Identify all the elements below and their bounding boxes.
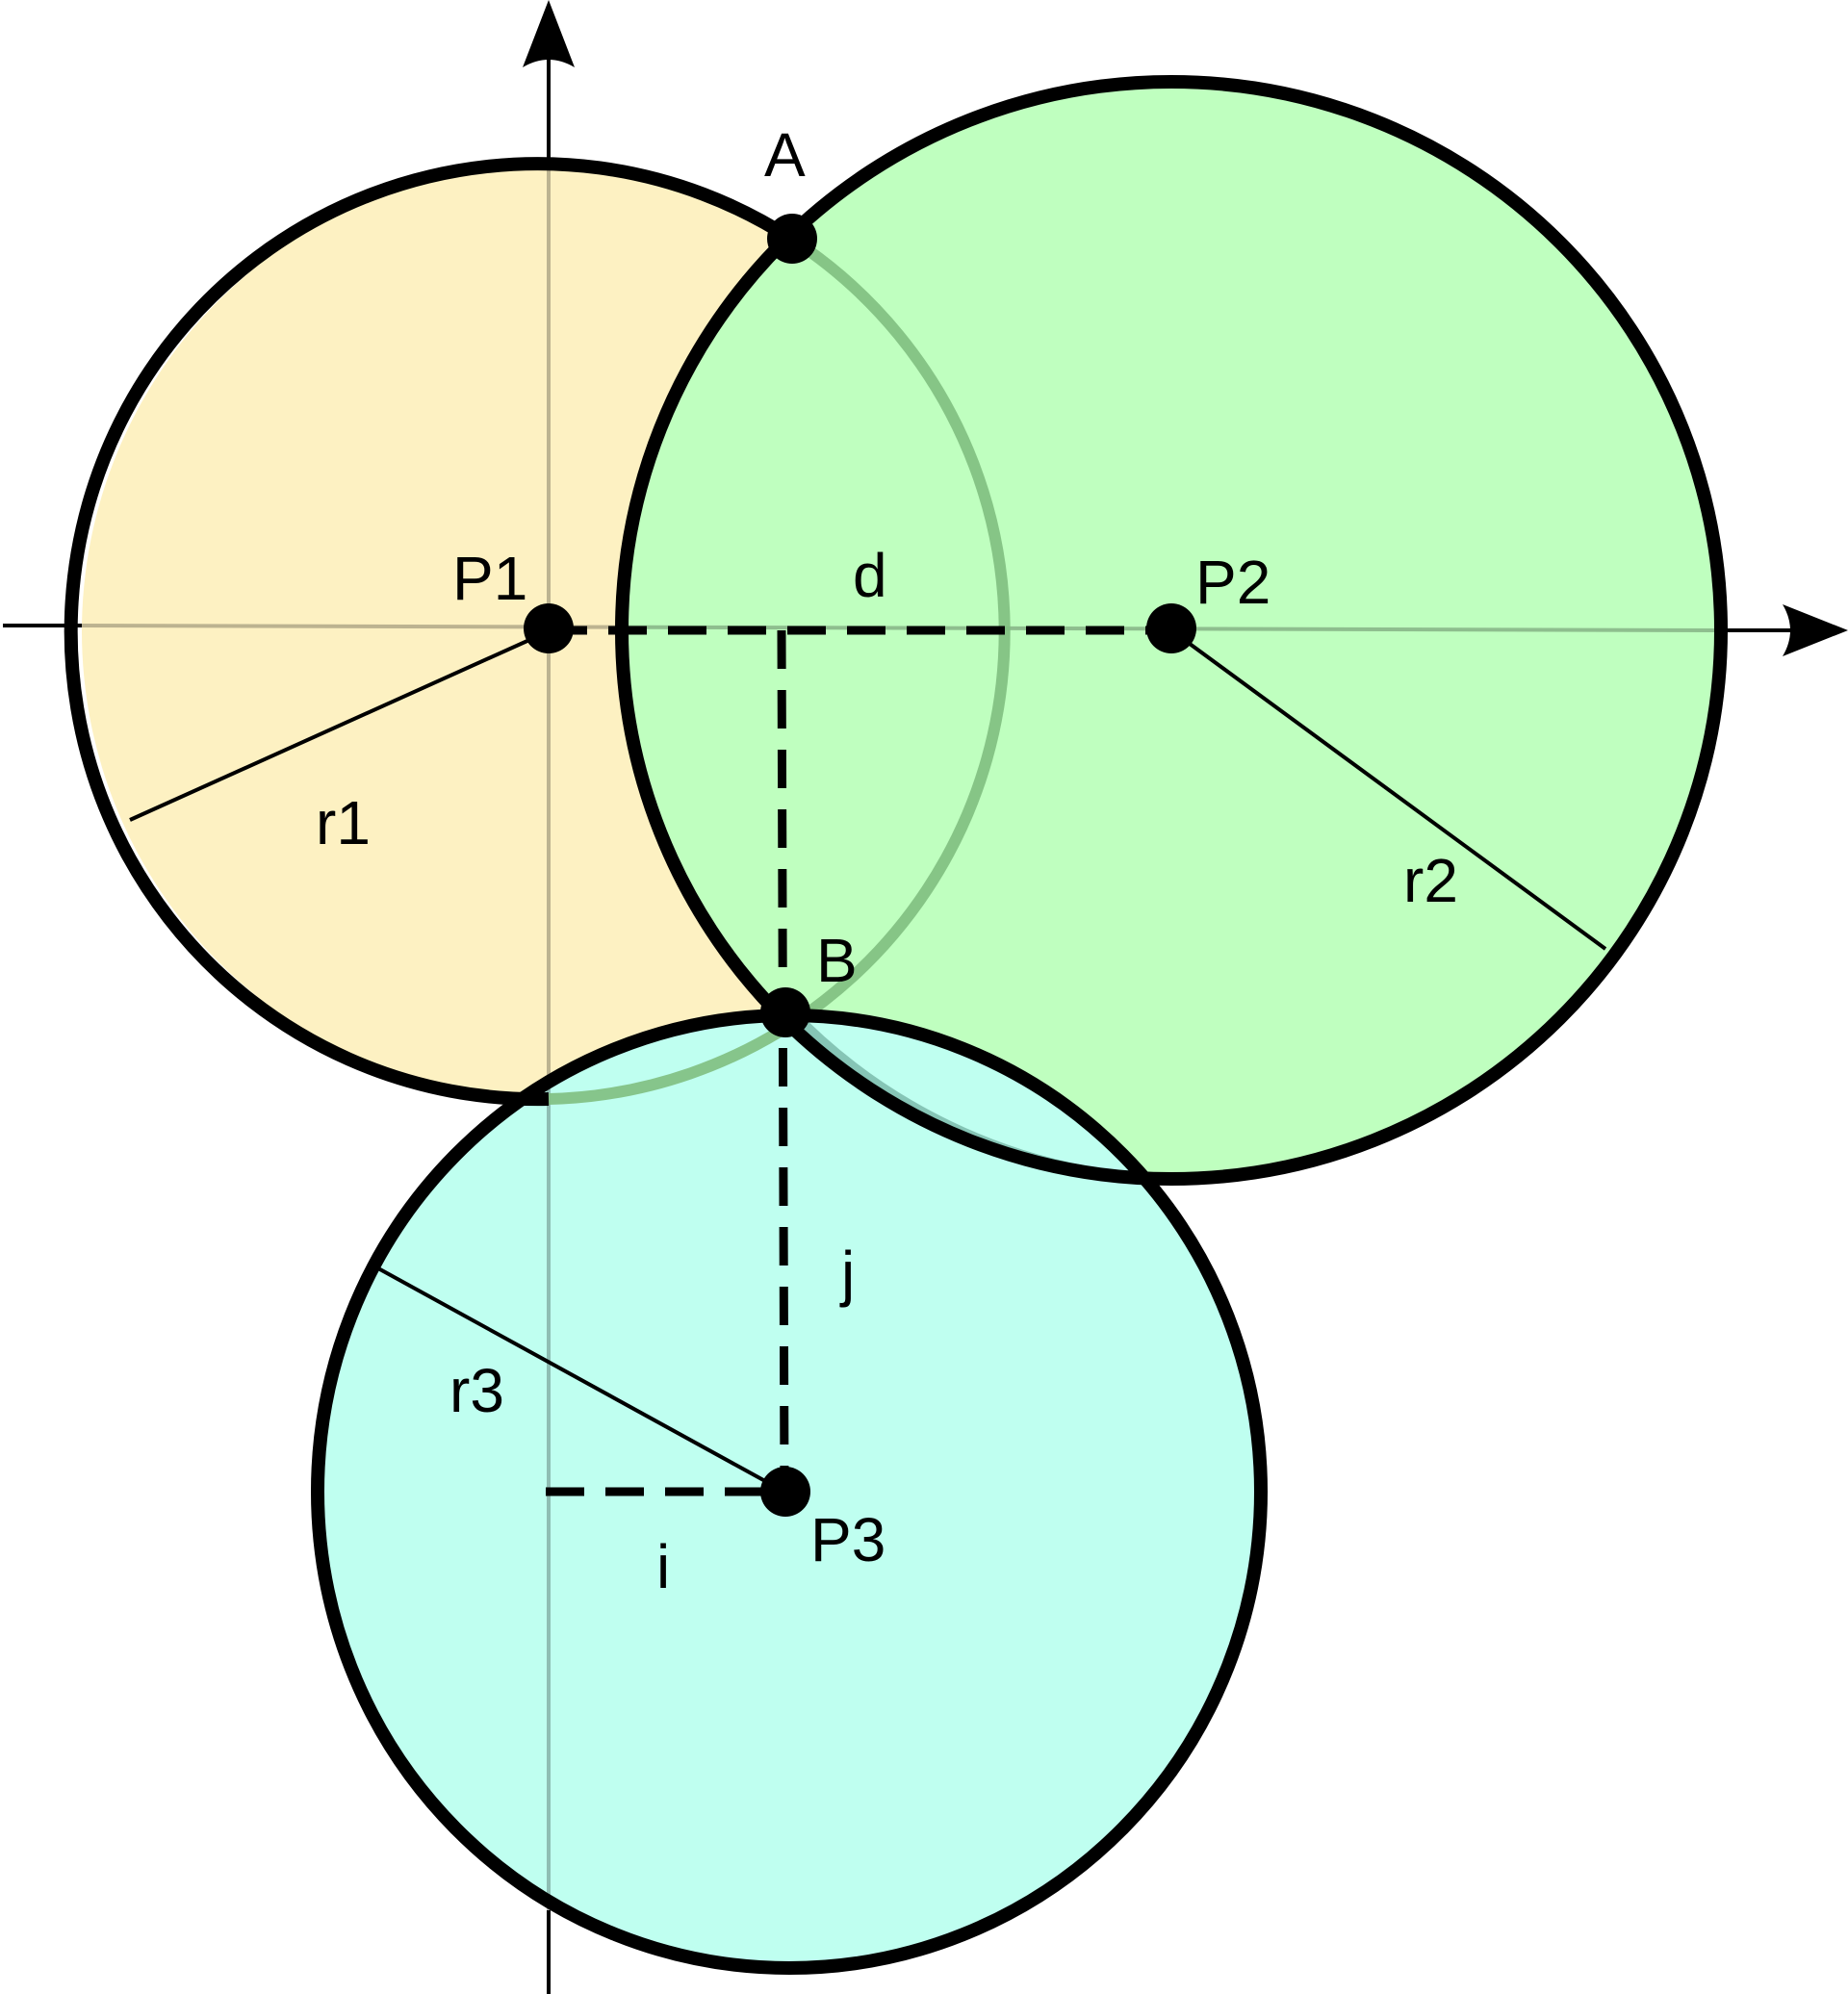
label-i: i — [656, 1532, 670, 1601]
label-p3: P3 — [810, 1505, 886, 1574]
point-p2 — [1146, 603, 1196, 653]
label-r3: r3 — [449, 1356, 504, 1425]
x-axis-arrowhead — [1783, 604, 1848, 656]
offset-j-line — [777, 629, 789, 1493]
point-p1 — [524, 603, 574, 653]
radius-r2 — [1169, 628, 1607, 951]
y-axis-arrowhead — [523, 0, 575, 67]
label-r2: r2 — [1403, 846, 1458, 915]
label-d: d — [853, 541, 887, 610]
point-b — [760, 987, 810, 1037]
circle-p1-overlap-arc — [548, 233, 1011, 1105]
radius-r3 — [377, 1266, 785, 1494]
point-a — [767, 214, 817, 264]
label-a: A — [764, 120, 806, 190]
label-p2: P2 — [1195, 548, 1270, 617]
circle-p1-outline — [64, 157, 795, 1107]
radius-r1 — [129, 629, 550, 822]
label-b: B — [816, 926, 858, 995]
label-p1: P1 — [452, 544, 527, 613]
point-p3 — [760, 1467, 810, 1517]
x-axis-inner — [81, 624, 1719, 632]
label-j: j — [839, 1239, 855, 1308]
label-r1: r1 — [316, 788, 371, 857]
